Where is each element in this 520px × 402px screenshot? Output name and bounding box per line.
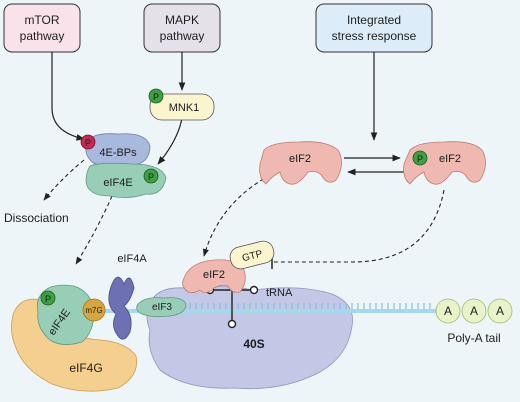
poly-a-tail: A A A — [435, 298, 513, 324]
eif4a-label: eIF4A — [117, 253, 147, 265]
eif4e-phospho-icon-bottom: P — [40, 290, 56, 306]
arrow-eif4e-to-complex — [75, 195, 113, 265]
mrna-strand — [88, 303, 436, 313]
eif4g-label: eIF4G — [69, 361, 102, 375]
mapk-label-line2: pathway — [160, 29, 205, 43]
poly-a-base-2: A — [461, 298, 487, 324]
poly-a-base-3: A — [487, 298, 513, 324]
phospho-label: P — [85, 138, 91, 148]
poly-a-base-1: A — [435, 298, 461, 324]
mtor-pathway-box: mTOR pathway — [3, 3, 81, 53]
eif4a-protein — [108, 276, 135, 340]
phospho-label: P — [417, 154, 423, 164]
mtor-label-line1: mTOR — [24, 13, 59, 27]
arrow-mnk1-to-eif4e — [157, 117, 183, 165]
m7g-label: m7G — [85, 306, 102, 315]
eif2-phospho-icon: P — [412, 150, 428, 166]
mapk-pathway-box: MAPK pathway — [143, 3, 221, 53]
eif4e-label-top: eIF4E — [103, 177, 132, 189]
four-e-bps-protein: 4E-BPs — [85, 133, 151, 167]
mapk-label-line1: MAPK — [165, 13, 199, 27]
ribosome-40s-label: 40S — [243, 337, 264, 351]
mnk1-phospho-icon: P — [148, 88, 164, 104]
eif2-protein-ternary: eIF2 — [182, 259, 246, 294]
eif2-label-phospho: eIF2 — [439, 153, 461, 165]
phospho-label: P — [148, 172, 154, 182]
isr-pathway-box: Integrated stress response — [315, 3, 433, 53]
eif3-protein: eIF3 — [136, 297, 187, 318]
poly-a-tail-label: Poly-A tail — [447, 331, 500, 345]
isr-label-line1: Integrated — [347, 13, 401, 27]
eif3-label: eIF3 — [152, 302, 172, 313]
eif4e-phospho-icon-top: P — [143, 168, 159, 184]
four-e-bps-phospho-icon: P — [80, 134, 96, 150]
mtor-label-line2: pathway — [20, 29, 65, 43]
eif2-label-free: eIF2 — [289, 153, 311, 165]
poly-a-base-label: A — [496, 304, 504, 318]
phospho-label: P — [153, 92, 159, 102]
poly-a-base-label: A — [444, 304, 452, 318]
gtp-label: GTP — [241, 249, 264, 265]
phospho-label: P — [45, 294, 51, 304]
arrow-eif2-to-ternary — [202, 171, 277, 257]
dissociation-label: Dissociation — [4, 211, 69, 225]
arrow-mtor-to-4ebps — [51, 52, 85, 141]
trna-label: tRNA — [266, 287, 293, 299]
arrow-dissociation — [43, 159, 85, 201]
four-e-bps-label: 4E-BPs — [99, 147, 137, 159]
isr-label-line2: stress response — [332, 29, 417, 43]
mnk1-label: MNK1 — [169, 102, 200, 114]
eif2-label-ternary: eIF2 — [203, 269, 225, 281]
gtp-molecule: GTP — [229, 240, 275, 270]
poly-a-base-label: A — [470, 304, 478, 318]
mnk1-protein: MNK1 — [149, 93, 215, 121]
eif2-protein-free: eIF2 — [259, 141, 342, 185]
inhibition-peif2-to-eif2 — [272, 189, 445, 263]
m7g-cap: m7G — [82, 298, 106, 322]
